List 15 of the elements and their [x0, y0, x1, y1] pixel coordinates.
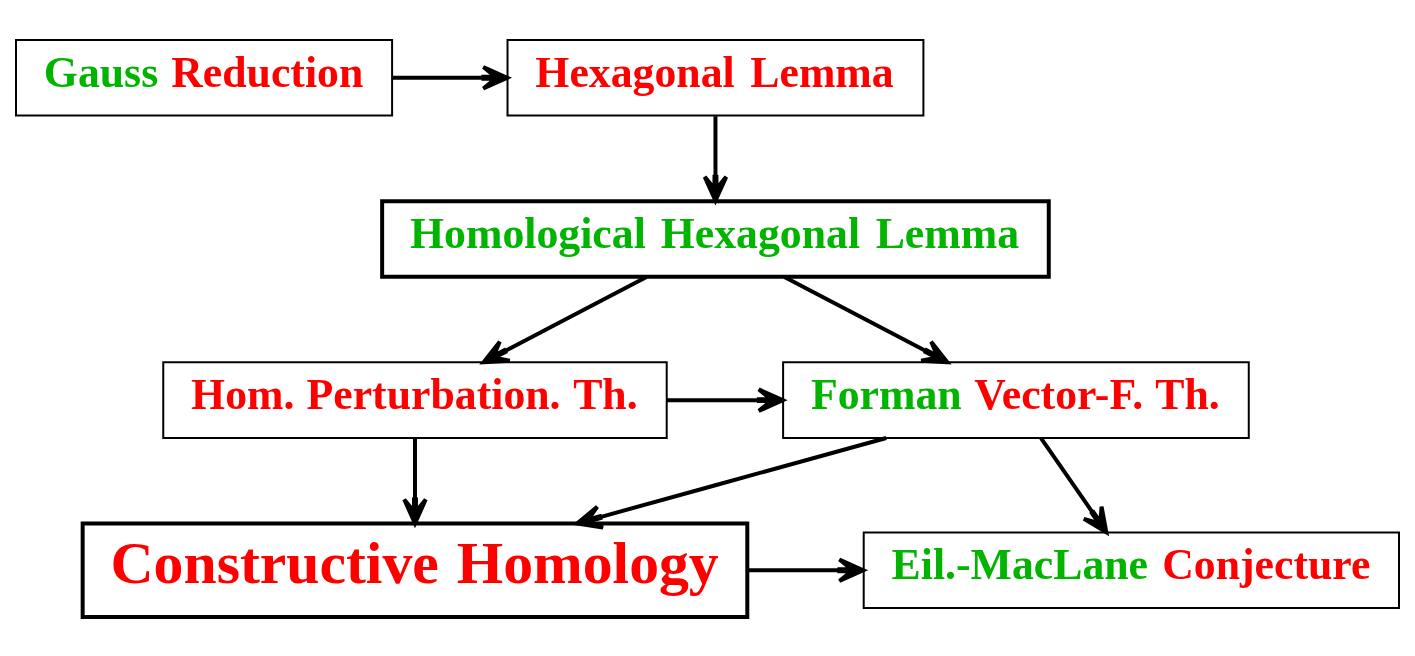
node-box: Hexagonal Lemma: [506, 38, 925, 117]
node-box: Homological Hexagonal Lemma: [380, 198, 1051, 279]
node-box: Forman Vector-F. Th.: [782, 360, 1250, 439]
node-box: Hom. Perturbation. Th.: [162, 360, 668, 439]
node-box: Constructive Homology: [80, 521, 750, 619]
arrow: [392, 64, 510, 90]
arrow: [666, 386, 785, 413]
arrow: [702, 115, 729, 203]
arrow: [748, 557, 866, 583]
arrow: [575, 435, 887, 529]
node-box: Eil.-MacLane Conjecture: [862, 530, 1400, 609]
node-box: Gauss Reduction: [15, 38, 394, 117]
arrow: [481, 274, 648, 364]
arrow: [1039, 436, 1109, 534]
arrow: [783, 274, 950, 364]
